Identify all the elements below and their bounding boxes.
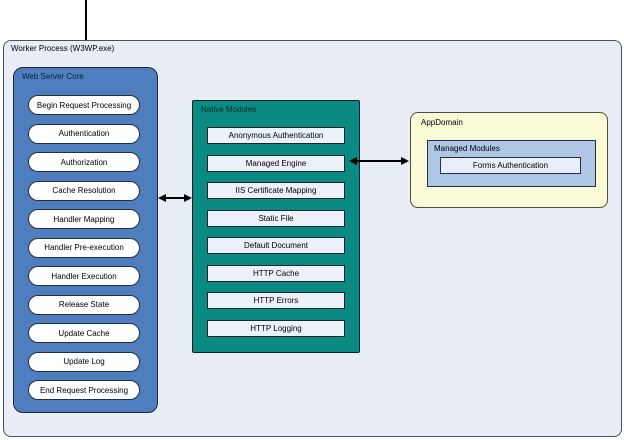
pipeline-stage: Begin Request Processing bbox=[28, 95, 140, 115]
pipeline-stage: Handler Execution bbox=[28, 266, 140, 286]
native-module: Anonymous Authentication bbox=[207, 127, 345, 144]
managed-modules-list: Forms Authentication bbox=[440, 157, 581, 174]
pipeline-stage: Handler Pre-execution bbox=[28, 237, 140, 258]
pipeline-stage: Update Log bbox=[28, 351, 140, 372]
pipeline-stage: Update Cache bbox=[28, 323, 140, 343]
managed-module: Forms Authentication bbox=[440, 157, 581, 174]
engine-appdomain-arrow-head-left bbox=[349, 157, 357, 165]
pipeline-stage: Authentication bbox=[28, 123, 140, 144]
core-native-arrow-line bbox=[165, 197, 185, 199]
native-module: Managed Engine bbox=[207, 154, 345, 172]
core-native-arrow-head-right bbox=[184, 194, 192, 202]
pipeline-stage: Authorization bbox=[28, 152, 140, 172]
appdomain-title: AppDomain bbox=[421, 118, 463, 127]
native-module: IIS Certificate Mapping bbox=[207, 182, 345, 199]
pipeline-stage: Cache Resolution bbox=[28, 180, 140, 201]
core-native-arrow-head-left bbox=[158, 194, 166, 202]
web-server-core-title: Web Server Core bbox=[22, 72, 84, 81]
native-modules-title: Native Modules bbox=[201, 105, 257, 114]
engine-appdomain-arrow-head-right bbox=[401, 157, 409, 165]
appdomain-box: AppDomain Managed Modules Forms Authenti… bbox=[410, 112, 608, 208]
web-server-core-box: Web Server Core Begin Request Processing… bbox=[13, 67, 158, 413]
native-module: HTTP Logging bbox=[207, 319, 345, 337]
worker-process-title: Worker Process (W3WP.exe) bbox=[11, 44, 115, 53]
managed-modules-title: Managed Modules bbox=[434, 144, 500, 153]
pipeline-stage: Release State bbox=[28, 294, 140, 315]
managed-modules-box: Managed Modules Forms Authentication bbox=[427, 140, 596, 187]
pipeline-stage: End Request Processing bbox=[28, 380, 140, 400]
native-module: HTTP Cache bbox=[207, 264, 345, 282]
native-module: Static File bbox=[207, 209, 345, 227]
engine-appdomain-arrow-line bbox=[356, 160, 402, 162]
native-module: HTTP Errors bbox=[207, 292, 345, 309]
incoming-request-arrow-line bbox=[85, 0, 87, 57]
native-module: Default Document bbox=[207, 237, 345, 254]
pipeline-stage: Handler Mapping bbox=[28, 209, 140, 229]
